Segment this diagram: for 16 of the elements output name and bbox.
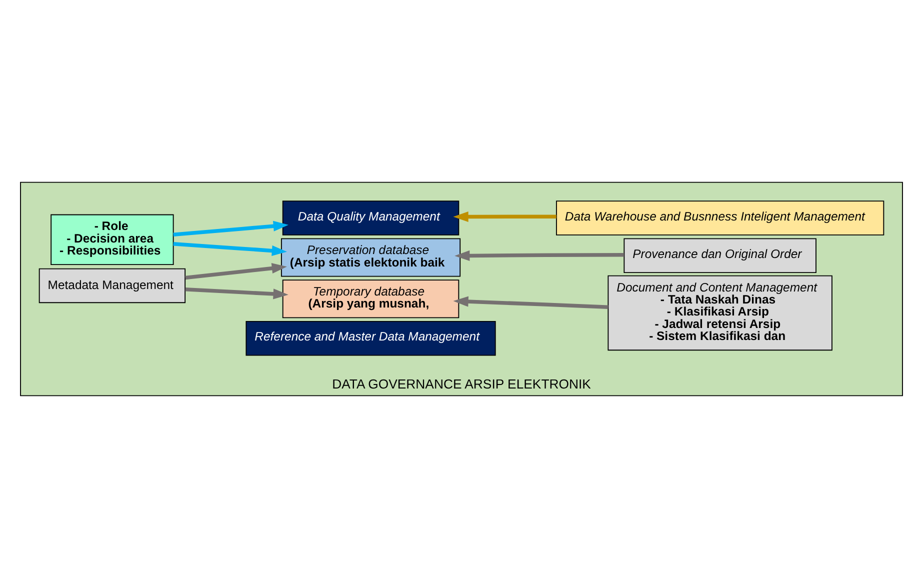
node-box: Metadata Management (38, 268, 186, 303)
node-box: Document and Content Management - Tata Naskah Dinas - Klasifikasi Arsip - Jadwal retensi Arsip - Sistem Klasifikasi dan (608, 274, 832, 350)
node-box: Provenance dan Original Order (624, 238, 816, 273)
node-box: Data Quality Management (282, 200, 460, 235)
arrow (173, 241, 287, 256)
arrow (453, 296, 608, 309)
arrow (173, 220, 288, 236)
node-box: Preservation database (Arsip statis elektonik baik (280, 238, 461, 276)
node-box: - Role - Decision area - Responsibilities (50, 214, 174, 265)
node-box: Temporary database (Arsip yang musnah, (282, 279, 460, 318)
arrow (454, 250, 624, 260)
arrow (453, 210, 556, 222)
arrow (185, 287, 288, 299)
arrow (185, 262, 287, 280)
node-box: Reference and Master Data Management (246, 320, 496, 356)
node-box: Data Warehouse and Busnness Inteligent Management (556, 200, 884, 235)
